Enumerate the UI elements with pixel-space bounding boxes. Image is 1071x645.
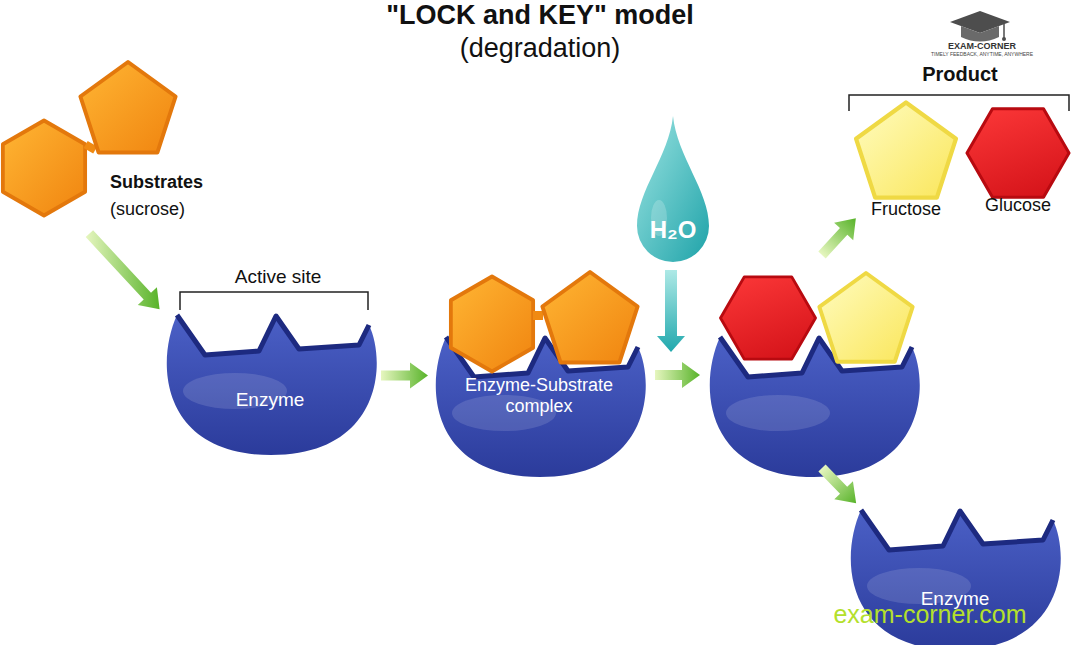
diagram-title: "LOCK and KEY" model [240,0,840,31]
flow-arrow [813,459,866,512]
subtitle: (degradation) [340,33,740,64]
enzyme: Enzyme [163,313,377,455]
group-heading: Product [900,63,1020,86]
enzyme-shape [163,313,377,455]
product-molecule: Glucose [962,95,1071,230]
water-arrow [657,270,685,352]
enzyme-product-complex [709,256,920,477]
active-site-bracket [180,292,368,310]
water-drop: H₂O [637,116,709,264]
substrate-molecule: Substrates (sucrose) [0,55,215,230]
node-text: Fructose [850,199,962,220]
product-molecule: Fructose [850,95,962,230]
node-text: Enzyme [163,389,377,411]
enzyme-shape [847,508,1063,645]
node-text: Glucose [962,195,1071,216]
node-text: Enzyme [847,588,1063,610]
flow-arrow [86,230,160,309]
node-text: Enzyme-Substrate complex [454,375,624,416]
flow-arrow [381,363,428,389]
flow-arrow [812,209,865,263]
logo-text: EXAM-CORNER [922,41,1042,51]
node-text: (sucrose) [110,199,185,220]
logo-cap [950,11,1010,42]
flow-arrow [655,362,700,388]
node-text: Substrates [110,172,203,193]
enzyme-substrate-complex: Enzyme-Substrate complex [432,275,646,480]
logo-tagline: TIMELY FEEDBACK, ANYTIME, ANYWHERE [912,52,1052,58]
enzyme: Enzyme [847,508,1063,645]
node-text: H₂O [637,216,709,244]
part-label: Active site [198,266,358,288]
